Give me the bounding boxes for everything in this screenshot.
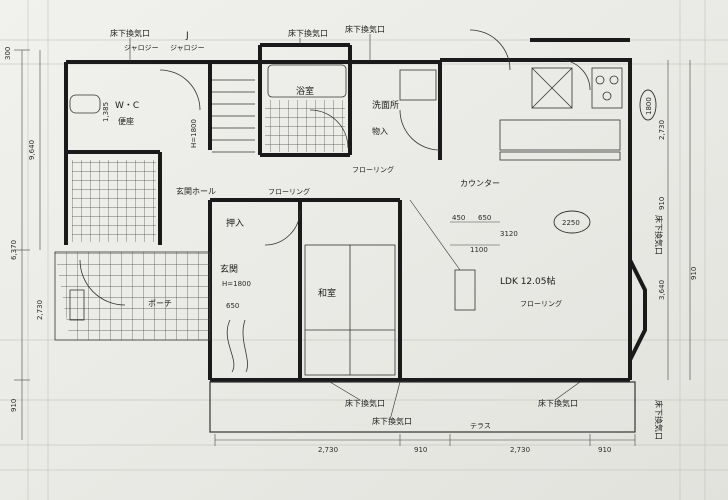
label-wc: W・C <box>115 101 139 111</box>
label-jalousie-1: ジャロジー <box>124 44 159 52</box>
label-washroom: 洗面所 <box>372 99 399 111</box>
label-vent-bottom-1: 床下換気口 <box>345 398 385 408</box>
fixtures <box>69 64 623 373</box>
toilet <box>69 94 101 114</box>
dim-1100: 1100 <box>470 246 488 254</box>
label-ldk: LDK 12.05帖 <box>500 275 555 287</box>
label-bath: 浴室 <box>296 85 314 97</box>
dim-300: 300 <box>4 47 12 60</box>
door-swings <box>79 29 591 306</box>
label-counter: カウンター <box>460 179 500 188</box>
stair-treads <box>212 79 255 153</box>
label-door-h: H=1800 <box>190 119 198 148</box>
tiled-porch <box>55 252 210 340</box>
dim-9640: 9,640 <box>28 140 36 160</box>
label-kitchen-flooring: フローリング <box>520 299 562 308</box>
kitchen-counter <box>499 119 621 151</box>
tiled-bathroom <box>265 100 345 152</box>
tatami-room <box>304 244 396 376</box>
label-toilet-dim: 1,385 <box>102 102 110 122</box>
dim-bottom-2730b: 2,730 <box>510 446 530 454</box>
terrace-slab <box>209 381 636 433</box>
dim-bottom-2730: 2,730 <box>318 446 338 454</box>
label-vent-right-1: 床下換気口 <box>654 215 664 255</box>
label-tatami: 和室 <box>318 287 336 299</box>
label-genkan: 玄関 <box>220 263 238 275</box>
room-labels: 床下換気口 J ジャロジー ジャロジー 床下換気口 床下換気口 W・C 便座 1… <box>102 24 664 440</box>
dim-bottom-910: 910 <box>414 446 427 454</box>
label-storage: 物入 <box>372 126 388 136</box>
dim-2730-left: 2,730 <box>36 300 44 320</box>
label-vent-bath: 床下換気口 <box>288 28 328 38</box>
label-vent-bottom-3: 床下換気口 <box>538 398 578 408</box>
dim-3120: 3120 <box>500 230 518 238</box>
dim-910-left: 910 <box>10 399 18 412</box>
dim-bubble-2250 <box>553 210 591 234</box>
label-hall: 玄関ホール <box>176 186 216 196</box>
dim-2250: 2250 <box>562 219 580 227</box>
dim-650b: 650 <box>226 302 239 310</box>
label-j-mark: J <box>185 31 189 41</box>
bathtub <box>267 64 347 98</box>
dim-bottom-910b: 910 <box>598 446 611 454</box>
label-jalousie-2: ジャロジー <box>170 44 205 52</box>
dim-1800: 1800 <box>645 97 653 115</box>
ldk-dimensions: 450 650 1100 3120 650 <box>226 214 518 310</box>
label-vent-right-2: 床下換気口 <box>654 400 664 440</box>
washbasin <box>399 69 437 101</box>
shoe-cabinet <box>454 269 476 311</box>
tiled-washroom <box>72 160 156 242</box>
dim-bubble-1800 <box>639 89 657 121</box>
dim-450: 450 <box>452 214 465 222</box>
dim-6370: 6,370 <box>10 240 18 260</box>
label-vent-top-right: 床下換気口 <box>345 24 385 34</box>
right-dimensions: 2,730 910 3,640 910 <box>658 60 698 380</box>
label-vent-bottom-2: 床下換気口 <box>372 416 412 426</box>
left-dimensions: 300 9,640 6,370 2,730 910 <box>4 47 44 440</box>
dim-right-1: 2,730 <box>658 120 666 140</box>
label-vent-toilet: 床下換気口 <box>110 28 150 38</box>
label-terrace: テラス <box>470 422 491 430</box>
label-flooring: フローリング <box>268 187 310 196</box>
leader-lines <box>129 34 581 421</box>
label-closet: 押入 <box>226 217 244 229</box>
fridge <box>531 67 573 109</box>
bottom-dimensions: 2,730 910 2,730 910 <box>214 434 636 454</box>
dim-650: 650 <box>478 214 491 222</box>
label-dining-flooring: フローリング <box>352 165 394 174</box>
label-porch: ポーチ <box>148 299 172 308</box>
stove <box>591 67 623 109</box>
dim-right-4: 910 <box>690 267 698 280</box>
label-hinge: H=1800 <box>222 280 251 288</box>
dim-right-2: 910 <box>658 197 666 210</box>
dim-right-3: 3,640 <box>658 280 666 300</box>
label-toilet-seat: 便座 <box>118 116 134 126</box>
entry-step <box>69 289 85 321</box>
